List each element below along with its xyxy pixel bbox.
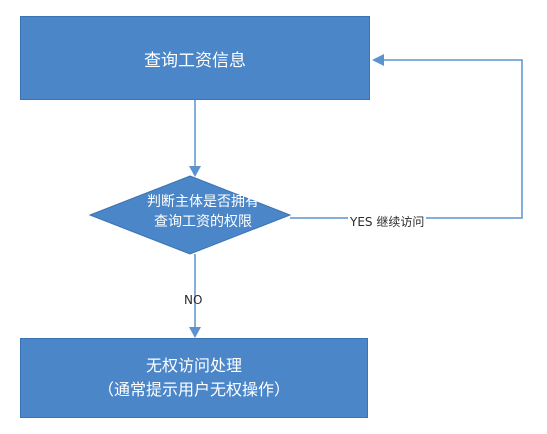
decision-diamond bbox=[88, 175, 292, 255]
access-denied-subtitle: （通常提示用户无权操作） bbox=[97, 380, 290, 399]
access-denied-box: 无权访问处理 （通常提示用户无权操作） bbox=[20, 338, 368, 418]
decision-label: 判断主体是否拥有 查询工资的权限 bbox=[108, 192, 298, 232]
access-denied-title: 无权访问处理 bbox=[145, 356, 242, 375]
arrowhead-loop-to-query bbox=[372, 54, 384, 66]
arrowhead-query-to-decision bbox=[189, 166, 201, 177]
arrowhead-decision-to-deny bbox=[189, 327, 201, 338]
decision-label-line-2: 查询工资的权限 bbox=[154, 214, 252, 230]
query-salary-box: 查询工资信息 bbox=[20, 16, 370, 100]
decision-label-line-1: 判断主体是否拥有 bbox=[147, 194, 259, 210]
yes-edge-label: YES 继续访问 bbox=[348, 213, 427, 230]
no-edge-label: NO bbox=[184, 293, 203, 307]
query-salary-label: 查询工资信息 bbox=[144, 50, 246, 71]
